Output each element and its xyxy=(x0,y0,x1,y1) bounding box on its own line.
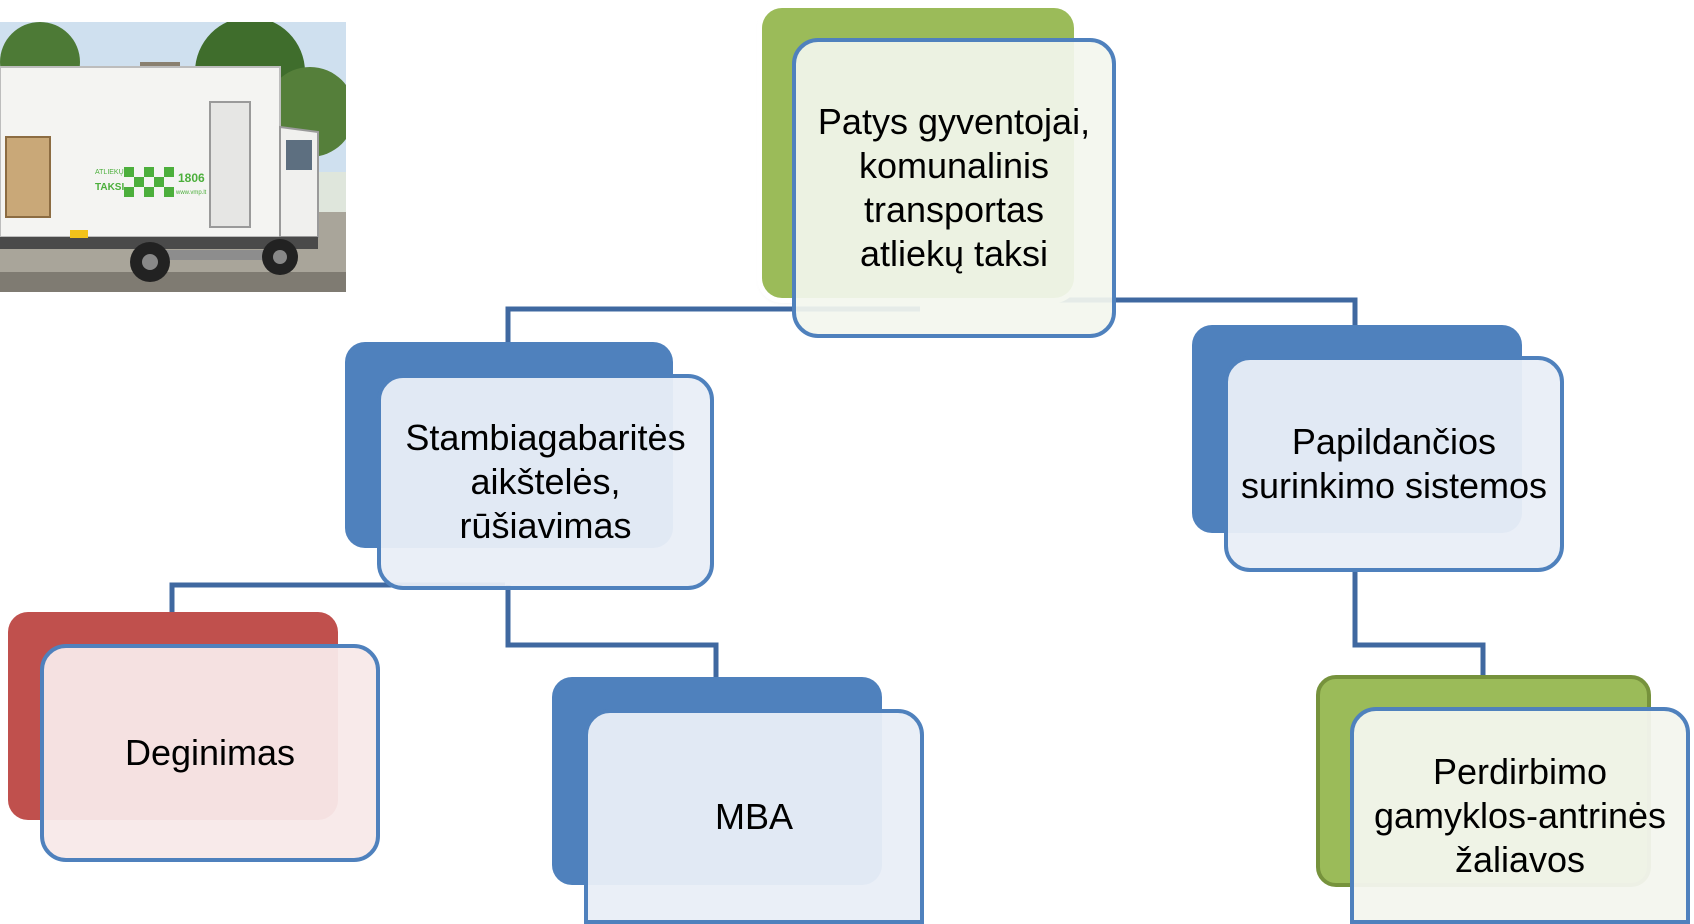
root-node: Patys gyventojai, komunalinis transporta… xyxy=(792,38,1116,338)
truck-label-number: 1806 xyxy=(178,171,205,185)
recycling-node: Perdirbimo gamyklos-antrinės žaliavos xyxy=(1350,707,1690,924)
waste-taxi-truck-photo: ATLIEKŲ TAKSI 1806 www.vmp.lt xyxy=(0,22,346,292)
truck-label-atlieku: ATLIEKŲ xyxy=(95,169,124,176)
incineration-node: Deginimas xyxy=(40,644,380,862)
truck-label-taksi: TAKSI xyxy=(95,182,124,193)
mba-node-label: MBA xyxy=(714,795,793,837)
connector-left-mba xyxy=(505,585,719,677)
connector-right-recycling xyxy=(1352,568,1486,675)
mba-node: MBA xyxy=(584,709,924,924)
truck-illustration: ATLIEKŲ TAKSI 1806 www.vmp.lt xyxy=(0,22,346,292)
right-branch-node: Papildančios surinkimo sistemos xyxy=(1224,356,1564,572)
truck-label-url: www.vmp.lt xyxy=(175,190,207,196)
left-branch-node: Stambiagabaritės aikštelės, rūšiavimas xyxy=(377,374,714,590)
left-branch-node-label: Stambiagabaritės aikštelės, rūšiavimas xyxy=(405,417,686,546)
right-branch-node-label: Papildančios surinkimo sistemos xyxy=(1240,421,1548,506)
root-node-label: Patys gyventojai, komunalinis transporta… xyxy=(817,101,1091,274)
recycling-node-label: Perdirbimo gamyklos-antrinės žaliavos xyxy=(1373,750,1667,880)
connector-root-left xyxy=(505,306,920,342)
incineration-node-label: Deginimas xyxy=(124,732,296,773)
